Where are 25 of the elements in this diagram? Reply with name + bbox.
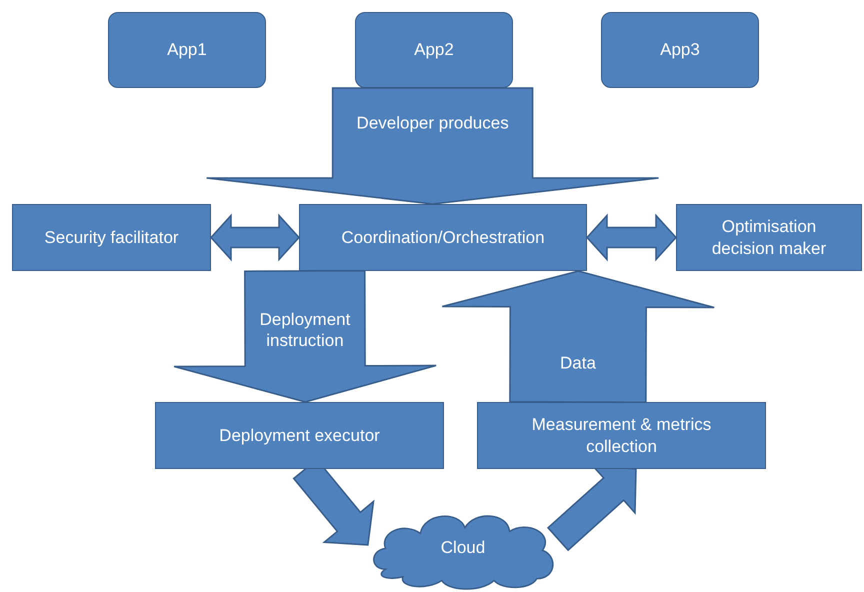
node-label: App3 <box>660 39 700 61</box>
double-block-arrow <box>586 214 678 262</box>
process-box <box>299 204 587 271</box>
double-block-arrow <box>210 214 300 262</box>
node-label: Deployment executor <box>219 424 380 446</box>
process-box <box>477 402 766 469</box>
edge-label: Data <box>559 352 597 374</box>
edge-label: Deployment instruction <box>258 308 352 352</box>
node-label: App2 <box>414 39 454 61</box>
app-box <box>108 12 266 88</box>
block-arrow <box>206 87 660 205</box>
node-label: Security facilitator <box>44 226 179 248</box>
node-label: Measurement & metrics collection <box>530 414 712 457</box>
node-label: Optimisation decision maker <box>710 216 828 259</box>
app-box <box>355 12 513 88</box>
edge-label: Developer produces <box>356 112 510 134</box>
node-label: Cloud <box>440 536 486 558</box>
node-label: App1 <box>167 39 207 61</box>
app-box <box>601 12 759 88</box>
process-box <box>676 204 862 271</box>
process-box <box>12 204 211 271</box>
block-arrow <box>441 270 715 404</box>
node-label: Coordination/Orchestration <box>341 226 545 248</box>
block-arrow <box>173 270 437 403</box>
process-box <box>155 402 444 469</box>
